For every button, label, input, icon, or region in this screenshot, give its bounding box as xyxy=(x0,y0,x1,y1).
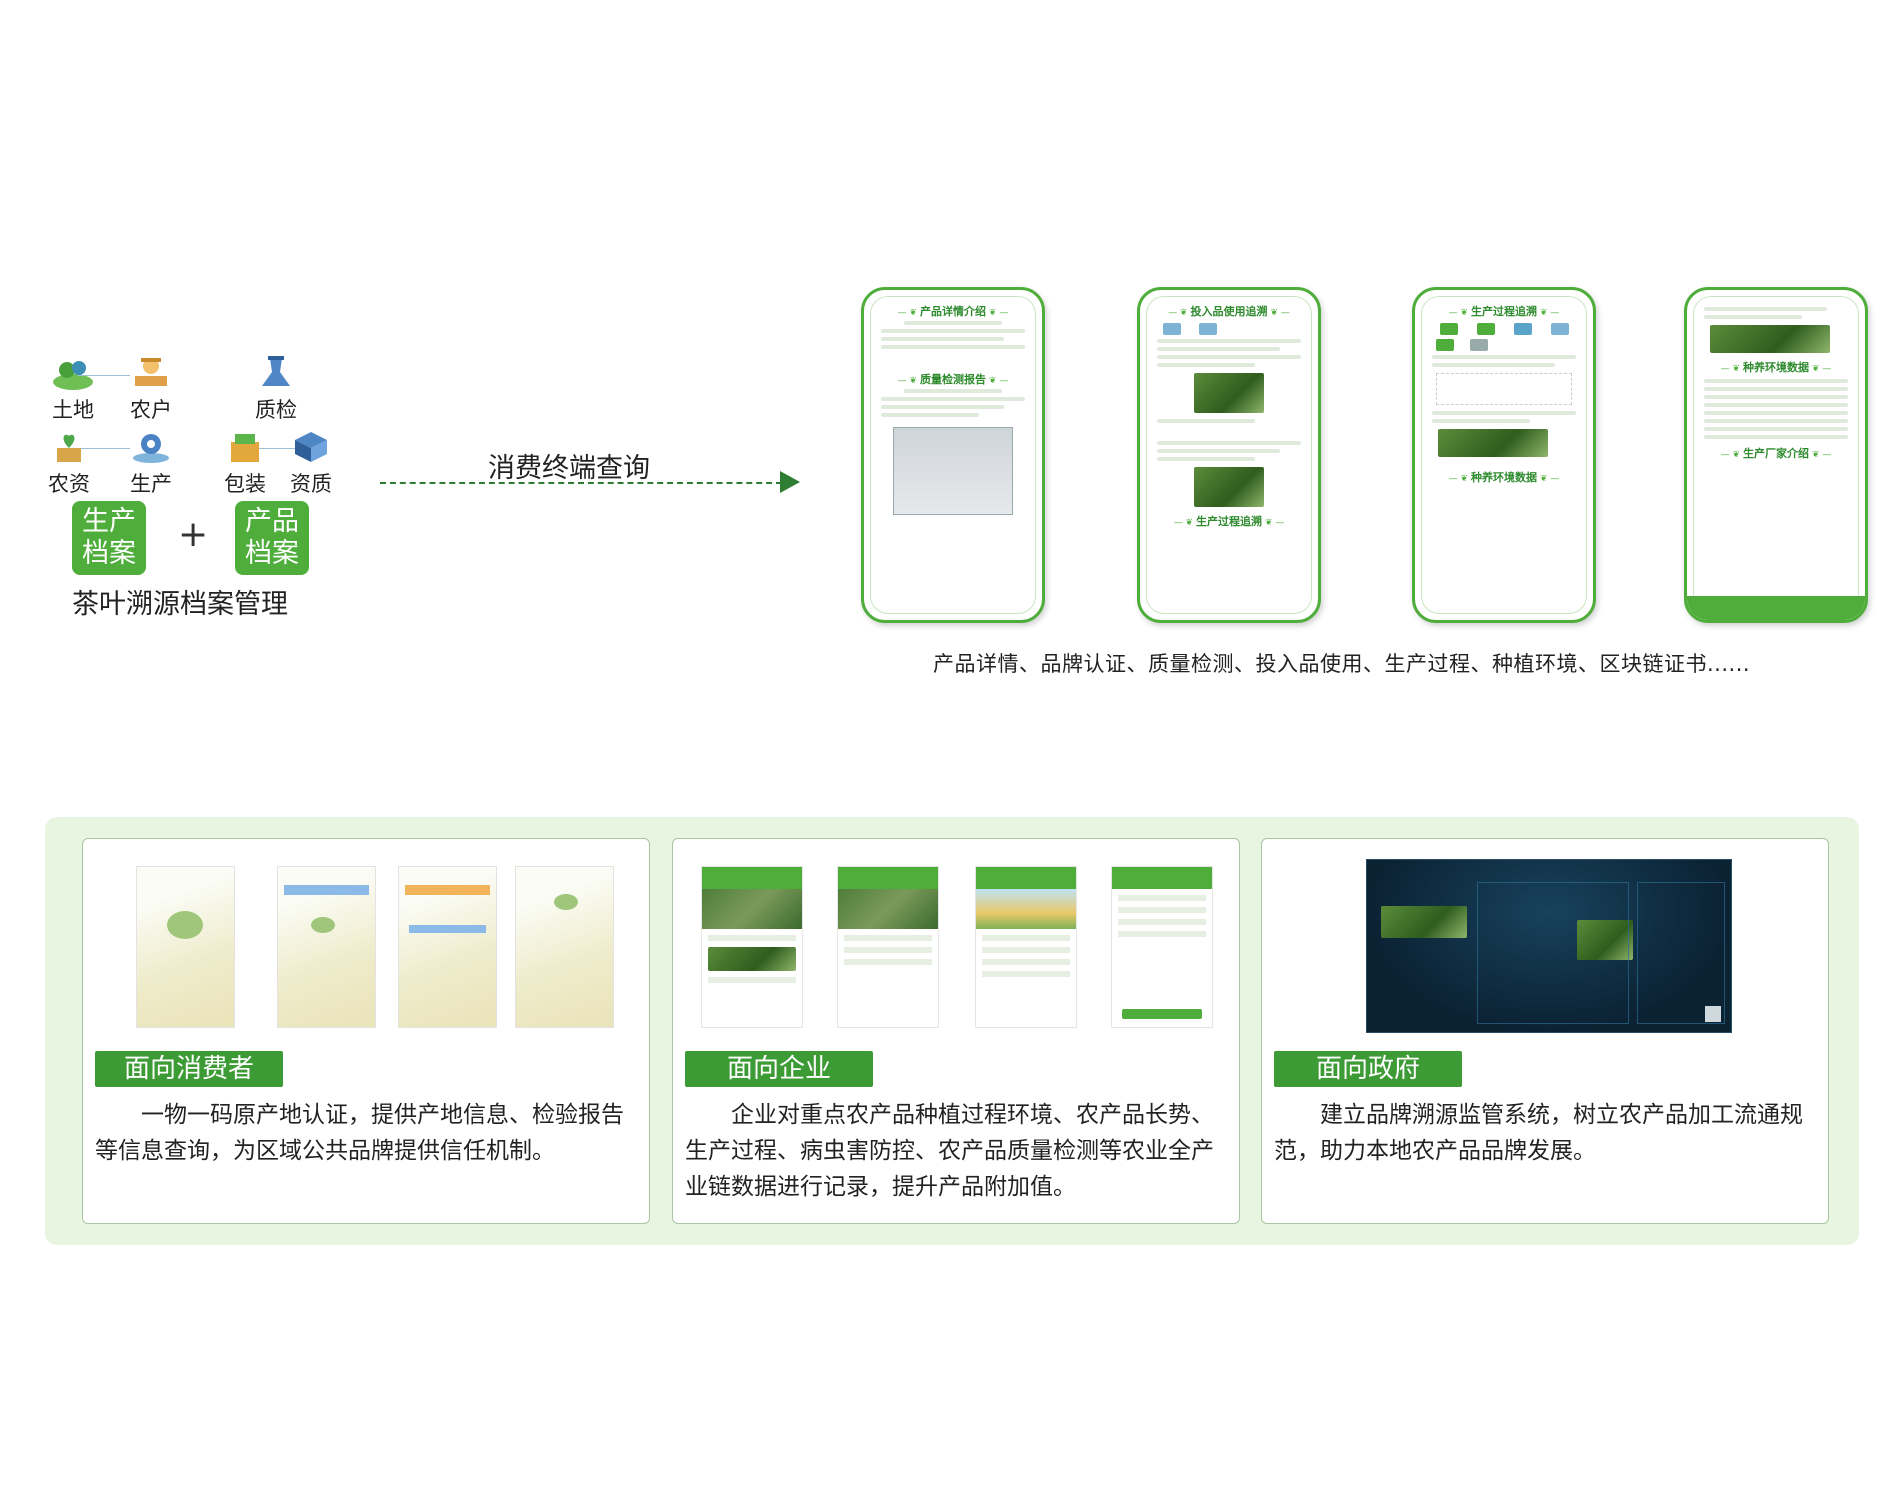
qualification-icon xyxy=(295,432,327,462)
product-archive-badge: 产品 档案 xyxy=(235,501,309,575)
archive-label: 质检 xyxy=(255,398,297,422)
archive-item-production: 生产 xyxy=(111,428,191,498)
archive-item-agri-supplies: 农资 xyxy=(29,428,109,498)
connector-line xyxy=(78,375,130,376)
tag-consumer: 面向消费者 xyxy=(95,1051,283,1087)
archive-label: 农户 xyxy=(130,398,172,422)
enterprise-screen-thumb xyxy=(701,866,803,1028)
consumer-screen-thumb xyxy=(515,866,614,1028)
production-icon xyxy=(133,434,169,463)
archive-item-qualification: 资质 xyxy=(271,428,351,498)
plus-sign: + xyxy=(178,514,209,555)
inspection-report-image xyxy=(893,427,1013,515)
consumer-screen-thumb xyxy=(136,866,235,1028)
government-dashboard-screenshot xyxy=(1366,859,1732,1033)
card-enterprise: 面向企业 企业对重点农产品种植过程环境、农产品长势、生产过程、病虫害防控、农产品… xyxy=(672,838,1240,1224)
phone-section-title: 生产过程追溯 xyxy=(1147,513,1311,529)
phone-section-title: 种养环境数据 xyxy=(1422,469,1586,485)
phone-section-title: 生产过程追溯 xyxy=(1422,303,1586,319)
phone-input-trace: 投入品使用追溯 生产过程追溯 xyxy=(1137,287,1321,623)
field-photo xyxy=(1194,467,1264,507)
field-photo xyxy=(1194,373,1264,413)
farmer-icon xyxy=(135,358,167,386)
phone-product-detail: 产品详情介绍 质量检测报告 xyxy=(861,287,1045,623)
dashed-arrow-line xyxy=(380,482,782,484)
tag-government: 面向政府 xyxy=(1274,1051,1462,1087)
agri-supplies-icon xyxy=(57,434,81,462)
package-icon xyxy=(231,434,259,462)
archive-label: 包装 xyxy=(224,472,266,496)
archive-label: 生产 xyxy=(130,472,172,496)
phone-process-trace: 生产过程追溯 种养环境数据 xyxy=(1412,287,1596,623)
archive-title: 茶叶溯源档案管理 xyxy=(72,589,288,620)
card-government: 面向政府 建立品牌溯源监管系统，树立农产品加工流通规范，助力本地农产品品牌发展。 xyxy=(1261,838,1829,1224)
phone-section-title: 种养环境数据 xyxy=(1694,359,1858,375)
phone-section-title: 生产厂家介绍 xyxy=(1694,445,1858,461)
card-government-text: 建立品牌溯源监管系统，树立农产品加工流通规范，助力本地农产品品牌发展。 xyxy=(1274,1102,1803,1164)
archive-item-package: 包装 xyxy=(205,428,285,498)
archive-label: 农资 xyxy=(48,472,90,496)
archive-label: 土地 xyxy=(52,398,94,422)
archive-label: 资质 xyxy=(290,472,332,496)
archive-item-land: 土地 xyxy=(33,354,113,424)
enterprise-screen-thumb xyxy=(1111,866,1213,1028)
phones-caption: 产品详情、品牌认证、质量检测、投入品使用、生产过程、种植环境、区块链证书....… xyxy=(933,652,1751,676)
archive-item-farmer: 农户 xyxy=(111,354,191,424)
card-consumer-text: 一物一码原产地认证，提供产地信息、检验报告等信息查询，为区域公共品牌提供信任机制… xyxy=(95,1102,624,1164)
connector-line xyxy=(245,448,307,449)
enterprise-screen-thumb xyxy=(837,866,939,1028)
flow-label: 消费终端查询 xyxy=(488,453,650,484)
archive-item-inspection: 质检 xyxy=(236,354,316,424)
field-photo xyxy=(1438,429,1548,457)
consumer-screen-thumb xyxy=(277,866,376,1028)
phone-section-title: 投入品使用追溯 xyxy=(1147,303,1311,319)
land-icon xyxy=(53,361,93,390)
consumer-screen-thumb xyxy=(398,866,497,1028)
card-enterprise-text: 企业对重点农产品种植过程环境、农产品长势、生产过程、病虫害防控、农产品质量检测等… xyxy=(685,1102,1214,1200)
enterprise-screen-thumb xyxy=(975,866,1077,1028)
production-archive-badge: 生产 档案 xyxy=(72,501,146,575)
phone-environment-data: 种养环境数据 生产厂家介绍 xyxy=(1684,287,1868,623)
card-consumer: 面向消费者 一物一码原产地认证，提供产地信息、检验报告等信息查询，为区域公共品牌… xyxy=(82,838,650,1224)
field-photo xyxy=(1710,325,1830,353)
phone-section-title: 产品详情介绍 xyxy=(871,303,1035,319)
phone-section-title: 质量检测报告 xyxy=(871,371,1035,387)
tag-enterprise: 面向企业 xyxy=(685,1051,873,1087)
inspection-icon xyxy=(262,356,290,386)
arrow-head-icon xyxy=(780,471,800,493)
connector-line xyxy=(78,448,130,449)
